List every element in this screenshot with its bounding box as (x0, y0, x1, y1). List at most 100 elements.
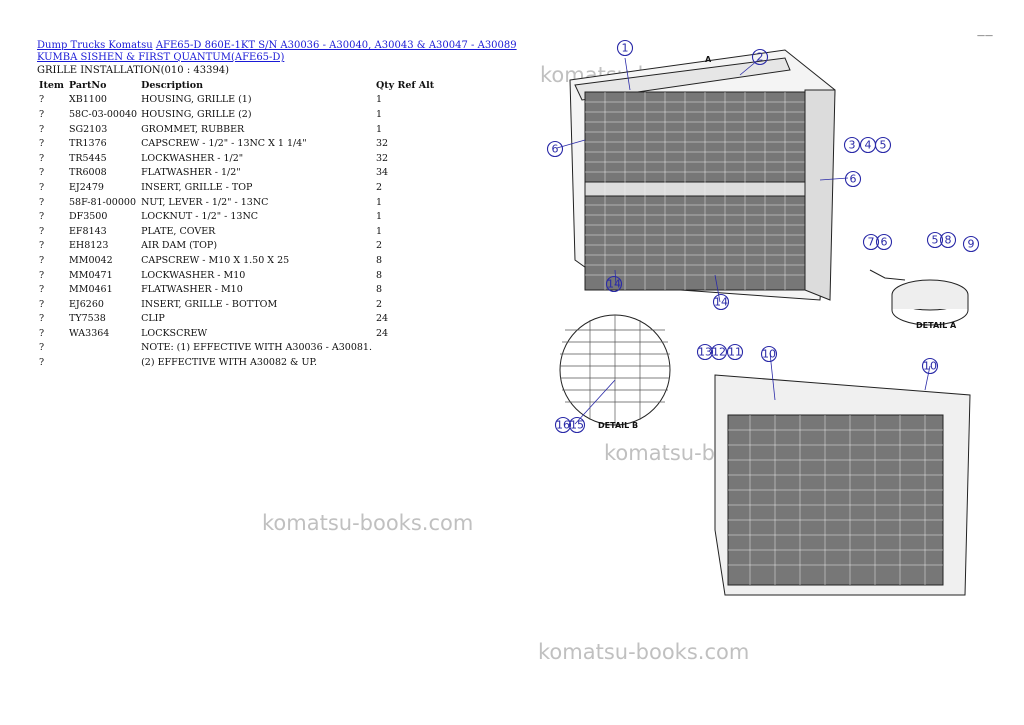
cell-qty: 24 (375, 327, 389, 339)
callout-7: 7 (862, 233, 880, 251)
cell-qty: 32 (375, 152, 389, 164)
cell-qty (374, 341, 436, 356)
cell-partno: EJ2479 (69, 181, 104, 193)
cell-item: ? (39, 181, 45, 193)
cell-partno (67, 355, 139, 370)
cell-qty: 2 (375, 181, 383, 193)
header-description: Description (141, 79, 204, 91)
callout-10: 10 (760, 345, 778, 363)
cell-partno: EH8123 (69, 240, 109, 252)
header-item: Item (39, 79, 64, 91)
arrow-a-label: A (705, 55, 712, 64)
table-row: ? TY7538 CLIP 24 (37, 312, 436, 327)
cell-qty: 24 (375, 313, 389, 325)
cell-description: CAPSCREW - 1/2" - 13NC X 1 1/4" (141, 138, 307, 150)
cell-partno: EJ6260 (69, 298, 104, 310)
callout-number: 2 (757, 51, 764, 64)
callout-number: 9 (968, 238, 975, 251)
cell-description: NOTE: (1) EFFECTIVE WITH A30036 - A30081… (141, 342, 372, 354)
cell-description: FLATWASHER - M10 (141, 284, 243, 296)
cell-partno: MM0042 (69, 254, 113, 266)
callout-12: 12 (710, 343, 728, 361)
table-row: ? XB1100 HOUSING, GRILLE (1) 1 (37, 93, 436, 108)
cell-description: FLATWASHER - 1/2" (141, 167, 241, 179)
callout-number: 6 (850, 173, 857, 186)
cell-partno: TR1376 (69, 138, 107, 150)
cell-description: HOUSING, GRILLE (1) (141, 94, 252, 106)
grille-housing-top-view (569, 49, 836, 301)
table-row: ?(2) EFFECTIVE WITH A30082 & UP. (37, 355, 436, 370)
cell-item: ? (39, 327, 45, 339)
cell-qty: 1 (375, 225, 383, 237)
callout-15: 15 (568, 416, 586, 434)
callout-6: 6 (875, 233, 893, 251)
callout-6: 6 (546, 140, 564, 158)
watermark: komatsu-books.com (262, 511, 474, 535)
cell-description: CLIP (141, 313, 165, 325)
cell-item: ? (39, 298, 45, 310)
cell-partno: MM0461 (69, 284, 113, 296)
breadcrumb-link-model[interactable]: AFE65-D 860E-1KT S/N A30036 - A30040, A3… (155, 40, 517, 51)
cell-qty: 8 (375, 254, 383, 266)
cell-qty (374, 355, 436, 370)
breadcrumb-link-dump-trucks[interactable]: Dump Trucks Komatsu (37, 40, 153, 51)
cell-partno (67, 341, 139, 356)
callout-11: 11 (726, 343, 744, 361)
callout-number: 14 (714, 296, 728, 309)
callout-8: 8 (939, 231, 957, 249)
cell-item: ? (39, 313, 45, 325)
cell-item: ? (39, 284, 45, 296)
cell-partno: WA3364 (69, 327, 110, 339)
callout-5: 5 (926, 231, 944, 249)
callout-1: 1 (616, 39, 634, 57)
cell-item: ? (39, 152, 45, 164)
table-row: ? TR5445 LOCKWASHER - 1/2" 32 (37, 151, 436, 166)
header-partno: PartNo (69, 79, 107, 91)
cell-description: LOCKNUT - 1/2" - 13NC (141, 211, 259, 223)
callout-14: 14 (605, 275, 623, 293)
cell-item: ? (39, 254, 45, 266)
callout-number: 11 (728, 346, 742, 359)
cell-qty: 1 (375, 211, 383, 223)
cell-item: ? (39, 225, 45, 237)
callout-14: 14 (712, 293, 730, 311)
cell-description: LOCKWASHER - 1/2" (141, 152, 244, 164)
cell-item: ? (39, 269, 45, 281)
cell-qty: 8 (375, 284, 383, 296)
callout-number: 10 (762, 348, 776, 361)
cell-qty: 1 (375, 196, 383, 208)
grille-installation-diagram: DETAIL A DETAIL B A (546, 39, 980, 596)
cell-description: INSERT, GRILLE - TOP (141, 181, 253, 193)
watermark: komatsu-books.com (538, 640, 750, 664)
grille-housing-rear-view (714, 374, 971, 596)
cell-partno: EF8143 (69, 225, 107, 237)
cell-qty: 8 (375, 269, 383, 281)
cell-partno: XB1100 (69, 94, 107, 106)
breadcrumb-line-2: KUMBA SISHEN & FIRST QUANTUM(AFE65-D) (37, 52, 284, 63)
cell-item: ? (39, 108, 45, 120)
cell-partno: 58F-81-00000 (69, 196, 136, 208)
callout-10: 10 (921, 357, 939, 375)
cell-qty: 1 (375, 94, 383, 106)
cell-partno: TR5445 (69, 152, 107, 164)
callout-number: 5 (932, 234, 939, 247)
breadcrumb-link-variant[interactable]: KUMBA SISHEN & FIRST QUANTUM(AFE65-D) (37, 52, 285, 63)
callout-number: 16 (556, 419, 570, 432)
cell-qty: 2 (375, 240, 383, 252)
detail-b-circle (559, 314, 671, 426)
cell-partno: SG2103 (69, 123, 108, 135)
cell-description: GROMMET, RUBBER (141, 123, 245, 135)
cell-item: ? (39, 94, 45, 106)
callout-6: 6 (844, 170, 862, 188)
cell-partno: TR6008 (69, 167, 107, 179)
callout-number: 7 (868, 236, 875, 249)
parts-table: Item PartNo Description Qty Ref Alt ?XB1… (37, 78, 436, 370)
cell-partno: TY7538 (69, 313, 106, 325)
